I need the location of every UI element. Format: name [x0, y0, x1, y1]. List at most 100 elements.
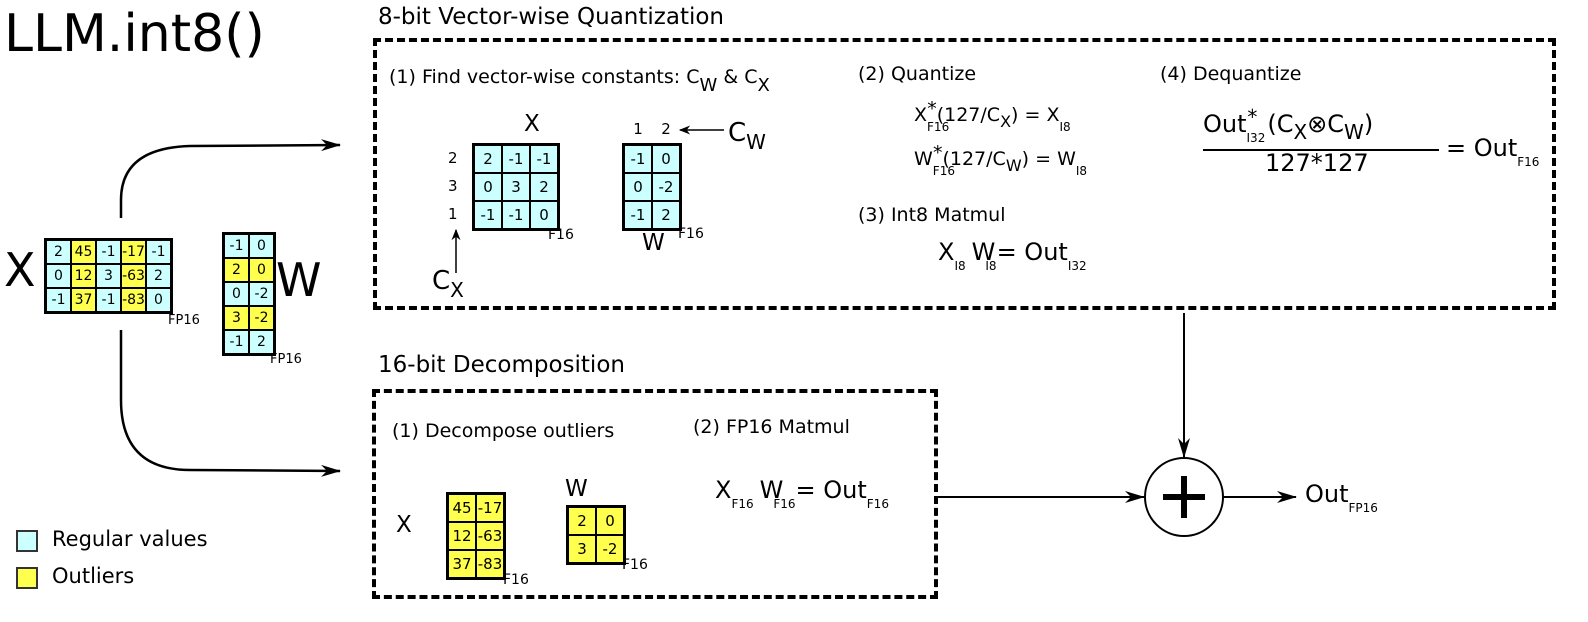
arrow-to-decomposition	[119, 330, 341, 477]
dequant-numerator: OutI32*(CX⊗CW)	[1203, 105, 1374, 145]
row-constant: 3	[448, 177, 458, 195]
matrix-cell: 37	[71, 288, 96, 312]
matrix-cell: -1	[146, 240, 171, 264]
legend-label-regular: Regular values	[52, 527, 208, 551]
decomp-w-label: W	[565, 476, 588, 502]
matrix-cell: 0	[596, 507, 624, 535]
matrix-cell: -83	[121, 288, 146, 312]
row-constant: 1	[448, 205, 458, 223]
cw-label: CW	[728, 118, 766, 154]
matrix-cell: -1	[474, 201, 502, 229]
matrix-cell: -1	[624, 145, 652, 173]
matrix-cell: 2	[46, 240, 71, 264]
quant-eq-w: WF16*(127/CW) = WI8	[914, 142, 1088, 178]
col-constant: 2	[661, 120, 671, 138]
matrix-cell: -1	[224, 234, 249, 258]
row-constants: 2 3 1	[448, 144, 462, 228]
col-constant: 1	[633, 120, 643, 138]
input-x-label: X	[4, 243, 36, 297]
row-constant: 2	[448, 149, 458, 167]
matrix-cell: 37	[448, 550, 476, 578]
quant-section-box	[373, 38, 1556, 310]
matrix-cell: 45	[71, 240, 96, 264]
decomp-step1-label: (1) Decompose outliers	[392, 420, 615, 442]
matrix-cell: 0	[249, 234, 274, 258]
matrix-cell: -2	[596, 535, 624, 563]
matrix-cell: -63	[476, 522, 504, 550]
plus-icon	[1163, 476, 1205, 518]
decomp-x-dtype: F16	[503, 572, 529, 588]
matrix-cell: -1	[624, 201, 652, 229]
matrix-cell: 2	[530, 173, 558, 201]
matrix-cell: 2	[568, 507, 596, 535]
quant-step1-label: (1) Find vector-wise constants: CW & CX	[389, 66, 770, 96]
matrix-cell: 45	[448, 494, 476, 522]
matrix-cell: 3	[96, 264, 121, 288]
input-w-label: W	[276, 253, 322, 307]
input-x-dtype: FP16	[168, 313, 200, 328]
quant-x-dtype: F16	[548, 227, 574, 243]
matrix-cell: -1	[224, 330, 249, 354]
matrix-cell: 2	[224, 258, 249, 282]
dequant-denominator: 127*127	[1265, 149, 1369, 177]
quant-w-dtype: F16	[678, 226, 704, 242]
matrix-cell: -83	[476, 550, 504, 578]
matrix-cell: -2	[249, 306, 274, 330]
matrix-cell: -17	[476, 494, 504, 522]
decomp-w-dtype: F16	[622, 557, 648, 573]
matrix-cell: -1	[96, 288, 121, 312]
input-w-dtype: FP16	[270, 352, 302, 367]
fraction-bar	[1203, 149, 1439, 151]
legend-swatch-regular	[16, 530, 38, 552]
quant-section-title: 8-bit Vector-wise Quantization	[378, 4, 724, 30]
matrix-cell: 0	[146, 288, 171, 312]
matrix-cell: -1	[502, 145, 530, 173]
matrix-cell: 2	[474, 145, 502, 173]
matrix-cell: 0	[624, 173, 652, 201]
quant-step3-label: (3) Int8 Matmul	[858, 204, 1006, 226]
decomp-section-title: 16-bit Decomposition	[378, 352, 625, 378]
matrix-cell: -1	[530, 145, 558, 173]
legend-label-outlier: Outliers	[52, 564, 135, 588]
decomp-section-box	[372, 389, 938, 599]
matrix-cell: -2	[249, 282, 274, 306]
matrix-cell: 3	[568, 535, 596, 563]
decomp-x-label: X	[396, 512, 412, 538]
matrix-cell: -2	[652, 173, 680, 201]
matrix-cell: -1	[46, 288, 71, 312]
quant-step4-label: (4) Dequantize	[1160, 63, 1302, 85]
quant-x-label: X	[524, 111, 540, 137]
matrix-cell: -17	[121, 240, 146, 264]
matrix-cell: 0	[249, 258, 274, 282]
matrix-cell: 0	[224, 282, 249, 306]
dequant-result: = OutF16	[1446, 134, 1540, 169]
output-label: OutFP16	[1305, 480, 1378, 515]
decomp-step2-label: (2) FP16 Matmul	[693, 416, 850, 438]
cx-label: CX	[432, 266, 464, 302]
matrix-cell: 0	[474, 173, 502, 201]
quant-eq-x: XF16*(127/CX) = XI8	[914, 98, 1071, 134]
matrix-cell: 0	[46, 264, 71, 288]
matrix-cell: 0	[530, 201, 558, 229]
matrix-cell: 2	[652, 201, 680, 229]
matrix-cell: 12	[448, 522, 476, 550]
matrix-cell: 2	[146, 264, 171, 288]
matrix-cell: 3	[224, 306, 249, 330]
matrix-cell: -63	[121, 264, 146, 288]
arrow-to-quantization	[119, 139, 341, 218]
matrix-cell: 3	[502, 173, 530, 201]
matrix-cell: 2	[249, 330, 274, 354]
matrix-cell: -1	[502, 201, 530, 229]
matrix-cell: -1	[96, 240, 121, 264]
quant-step2-label: (2) Quantize	[858, 63, 977, 85]
page-title: LLM.int8()	[4, 4, 265, 64]
